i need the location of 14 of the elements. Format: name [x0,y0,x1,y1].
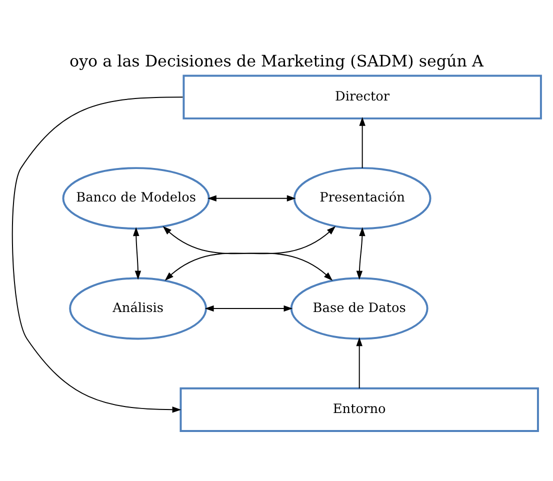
arrow [204,305,293,312]
node-ellipse: Banco de Modelos [62,167,210,230]
node-ellipse: Análisis [69,277,208,340]
diagram-title: oyo a las Decisiones de Marketing (SADM) según A [70,52,484,71]
arrow [12,96,184,413]
arrow [133,227,142,280]
node-ellipse: Presentación [293,167,432,230]
arrow [359,116,366,169]
node-box: Director [182,74,542,120]
node-ellipse: Base de Datos [290,277,428,340]
arrow [356,227,366,280]
arrow [207,195,296,202]
node-box: Entorno [180,387,539,432]
arrow [356,337,362,389]
